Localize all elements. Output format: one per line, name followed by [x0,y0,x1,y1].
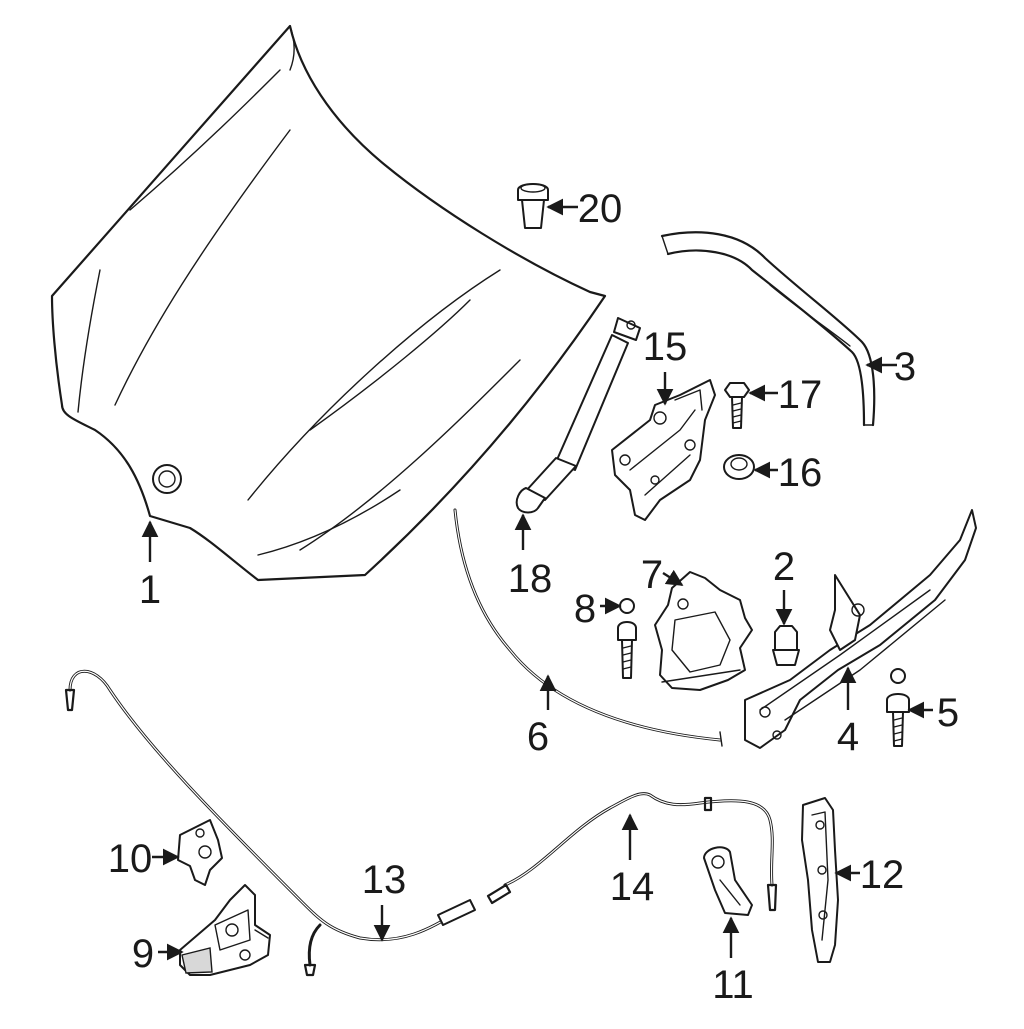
callout-8: 8 [574,587,596,631]
callout-10: 10 [108,837,153,881]
part-cable-13 [64,669,476,977]
part-hinge-15 [611,379,716,521]
part-bracket-10 [177,819,223,886]
callout-18: 18 [508,557,553,601]
callout-1: 1 [139,568,161,612]
part-handle-11 [703,846,753,916]
leader-7 [662,569,684,587]
part-seal-6 [453,508,723,747]
callout-11: 11 [712,963,754,1007]
callout-3: 3 [894,345,916,389]
callout-5: 5 [937,691,959,735]
part-nut-16 [723,454,755,480]
part-bolt-8 [617,598,637,679]
part-gas-strut-18 [515,317,641,514]
callout-20: 20 [578,187,623,231]
part-bracket-12 [801,797,839,963]
callout-9: 9 [132,932,154,976]
callout-2: 2 [773,545,795,589]
part-hood [50,24,607,582]
callout-17: 17 [778,373,823,417]
callout-labels: 1 2 3 4 5 6 7 8 9 10 11 12 13 14 15 16 1… [108,187,959,1007]
part-buffer-20 [517,183,549,229]
callout-12: 12 [860,853,905,897]
part-lock-9 [179,884,271,976]
callout-13: 13 [362,858,407,902]
part-bolt-5 [886,668,910,747]
callout-4: 4 [837,715,859,759]
part-bolt-17 [724,382,750,429]
part-cable-14 [486,792,778,912]
callout-16: 16 [778,451,823,495]
callout-15: 15 [643,325,688,369]
callout-7: 7 [641,553,663,597]
leader-lines [141,198,933,961]
callout-6: 6 [527,715,549,759]
part-nut-2 [772,625,800,666]
part-rail-4 [744,509,977,749]
part-bracket-7 [654,571,753,691]
callout-14: 14 [610,865,655,909]
